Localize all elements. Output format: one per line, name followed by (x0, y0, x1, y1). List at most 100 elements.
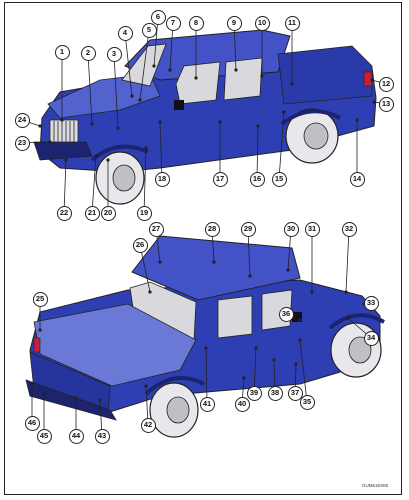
callout-41: 41 (199, 396, 215, 412)
leader-endpoint-12 (370, 78, 374, 82)
leader-endpoint-32 (344, 290, 348, 294)
callout-3: 3 (106, 46, 122, 62)
leader-line-32 (345, 228, 350, 293)
leader-line-41 (205, 347, 208, 405)
callout-25: 25 (32, 291, 48, 307)
leader-endpoint-37 (294, 362, 298, 366)
leader-endpoint-21 (94, 154, 98, 158)
callout-29: 29 (240, 221, 256, 237)
callout-40: 40 (234, 396, 250, 412)
leader-endpoint-29 (248, 274, 252, 278)
callout-38: 38 (267, 385, 283, 401)
leader-endpoint-25 (38, 328, 42, 332)
leader-endpoint-17 (218, 120, 222, 124)
leader-endpoint-10 (260, 74, 264, 78)
leader-line-5 (139, 29, 150, 101)
rear-truck-rear-fender (144, 376, 205, 396)
callout-35: 35 (299, 394, 315, 410)
callout-24: 24 (14, 112, 30, 128)
callout-18: 18 (154, 171, 170, 187)
front-truck-bumper (33, 141, 93, 161)
callout-10: 10 (254, 15, 270, 31)
callout-26: 26 (132, 237, 148, 253)
leader-line-15 (278, 111, 285, 180)
callout-4: 4 (117, 25, 133, 41)
leader-line-19 (143, 147, 147, 214)
front-truck-mirror (174, 100, 184, 110)
leader-endpoint-6 (152, 64, 156, 68)
callout-1: 1 (54, 44, 70, 60)
callout-39: 39 (246, 385, 262, 401)
callout-30: 30 (283, 221, 299, 237)
leader-endpoint-14 (355, 118, 359, 122)
leader-line-29 (247, 228, 251, 277)
leader-line-26 (139, 244, 151, 293)
leader-line-22 (63, 159, 67, 214)
leader-endpoint-5 (138, 98, 142, 102)
front-truck-front-wheel (95, 151, 145, 205)
callout-36: 36 (278, 306, 294, 322)
leader-endpoint-8 (194, 76, 198, 80)
leader-line-9 (233, 22, 237, 71)
callout-7: 7 (165, 15, 181, 31)
callout-19: 19 (136, 205, 152, 221)
rear-truck-front-fender (328, 313, 385, 330)
rear-truck-rear-wheel (149, 382, 199, 438)
leader-endpoint-11 (290, 82, 294, 86)
leader-endpoint-24 (38, 124, 42, 128)
callout-46: 46 (24, 415, 40, 431)
leader-line-2 (87, 52, 93, 125)
callout-37: 37 (287, 385, 303, 401)
front-truck-rear-window (223, 57, 263, 101)
front-truck-front-window (175, 61, 221, 105)
leader-endpoint-43 (98, 398, 102, 402)
callout-6: 6 (150, 9, 166, 25)
callout-42: 42 (140, 417, 156, 433)
callout-33: 33 (363, 295, 379, 311)
leader-line-21 (91, 155, 97, 214)
callout-12: 12 (378, 76, 394, 92)
leader-endpoint-18 (158, 120, 162, 124)
callout-23: 23 (14, 135, 30, 151)
callout-20: 20 (100, 205, 116, 221)
callout-14: 14 (349, 171, 365, 187)
callout-13: 13 (378, 96, 394, 112)
diagram-frame (4, 2, 402, 495)
leader-endpoint-26 (148, 290, 152, 294)
callout-16: 16 (249, 171, 265, 187)
callout-17: 17 (212, 171, 228, 187)
rear-truck-bed (33, 303, 197, 387)
leader-endpoint-45 (42, 392, 46, 396)
leader-endpoint-44 (74, 396, 78, 400)
callout-9: 9 (226, 15, 242, 31)
leader-endpoint-35 (298, 338, 302, 342)
rear-view-truck (25, 235, 385, 438)
callout-31: 31 (304, 221, 320, 237)
leader-endpoint-1 (60, 118, 64, 122)
callout-5: 5 (141, 22, 157, 38)
callout-34: 34 (363, 330, 379, 346)
callout-15: 15 (271, 171, 287, 187)
leader-endpoint-34 (346, 316, 350, 320)
leader-endpoint-41 (204, 346, 208, 350)
front-truck-rear-wheel (285, 108, 339, 164)
rear-truck-roof (131, 235, 301, 301)
leader-endpoint-13 (372, 100, 376, 104)
rear-truck-tail-light (33, 337, 41, 353)
leader-line-35 (299, 339, 308, 403)
rear-truck-bumper (25, 379, 117, 421)
leader-endpoint-28 (212, 260, 216, 264)
callout-8: 8 (188, 15, 204, 31)
callout-2: 2 (80, 45, 96, 61)
leader-endpoint-36 (298, 318, 302, 322)
callout-22: 22 (56, 205, 72, 221)
front-truck-grille-slots (53, 121, 75, 145)
leader-endpoint-27 (158, 260, 162, 264)
leader-endpoint-9 (234, 68, 238, 72)
leader-line-18 (159, 121, 163, 180)
leader-endpoint-23 (48, 140, 52, 144)
leader-endpoint-19 (144, 146, 148, 150)
callout-43: 43 (94, 428, 110, 444)
